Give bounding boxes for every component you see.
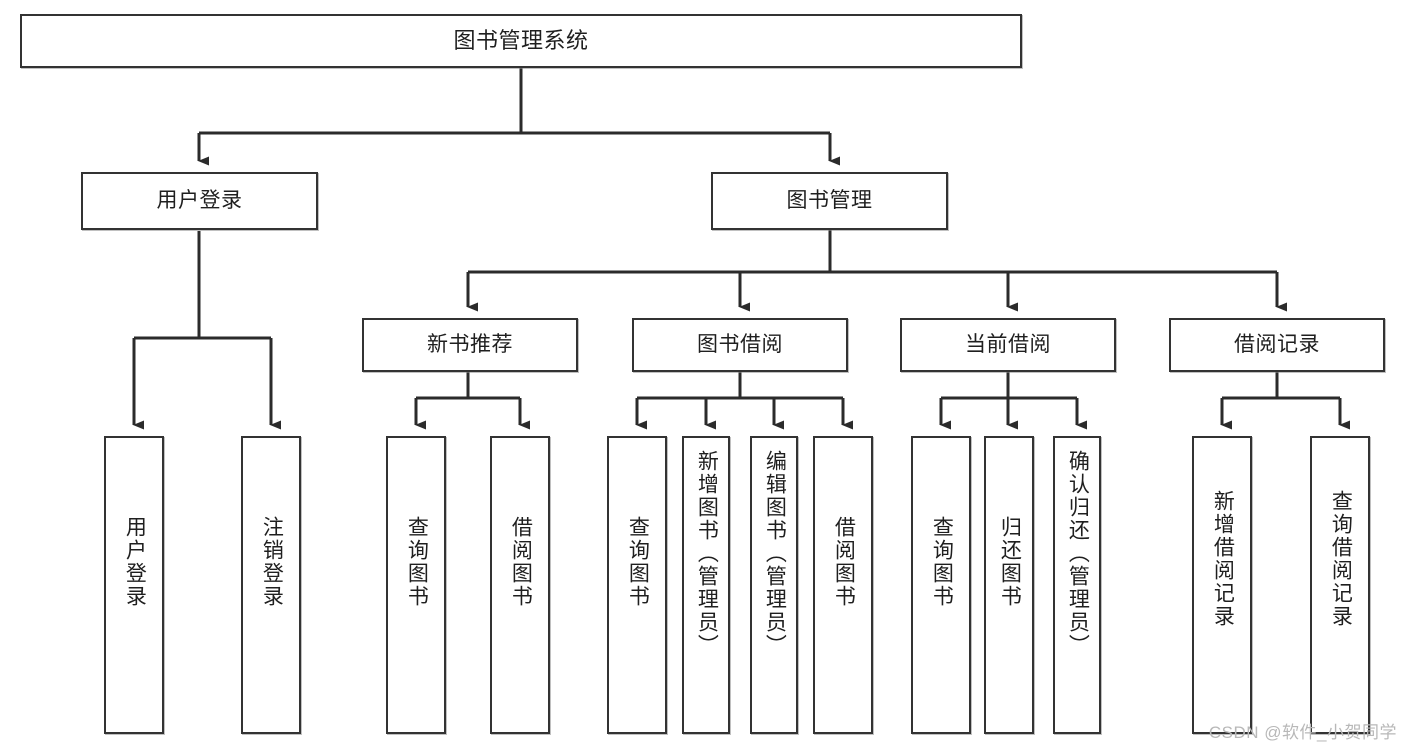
- node-borrow-record-label: 借阅记录: [1234, 332, 1320, 356]
- node-leaf-return-book-label: 归还图书: [998, 516, 1022, 608]
- node-leaf-query-book-1-label: 查询图书: [405, 516, 429, 608]
- node-leaf-borrow-book-2[interactable]: 借阅图书: [813, 436, 873, 734]
- node-book-borrow[interactable]: 图书借阅: [632, 318, 848, 372]
- node-leaf-query-record-label: 查询借阅记录: [1329, 490, 1353, 628]
- node-leaf-user-login[interactable]: 用户登录: [104, 436, 164, 734]
- csdn-watermark: CSDN @软件_小贺同学: [1208, 723, 1397, 742]
- node-leaf-confirm-return[interactable]: 确认归还（管理员）: [1053, 436, 1101, 734]
- node-current-borrow[interactable]: 当前借阅: [900, 318, 1116, 372]
- node-leaf-query-book-2-label: 查询图书: [626, 516, 650, 608]
- node-leaf-borrow-book-2-label: 借阅图书: [832, 516, 856, 608]
- node-book-borrow-label: 图书借阅: [697, 332, 783, 356]
- node-book-manage-label: 图书管理: [786, 188, 873, 212]
- node-leaf-user-logout[interactable]: 注销登录: [241, 436, 301, 734]
- node-leaf-edit-book-label: 编辑图书（管理员）: [763, 450, 787, 657]
- node-leaf-return-book[interactable]: 归还图书: [984, 436, 1034, 734]
- node-leaf-query-book-2[interactable]: 查询图书: [607, 436, 667, 734]
- node-borrow-record[interactable]: 借阅记录: [1169, 318, 1385, 372]
- node-leaf-add-book[interactable]: 新增图书（管理员）: [682, 436, 730, 734]
- node-book-manage[interactable]: 图书管理: [711, 172, 948, 230]
- node-new-book-rec-label: 新书推荐: [427, 332, 513, 356]
- node-leaf-borrow-book-1-label: 借阅图书: [509, 516, 533, 608]
- node-leaf-edit-book[interactable]: 编辑图书（管理员）: [750, 436, 798, 734]
- node-leaf-query-book-1[interactable]: 查询图书: [386, 436, 446, 734]
- node-leaf-add-book-label: 新增图书（管理员）: [695, 450, 719, 657]
- node-leaf-user-logout-label: 注销登录: [260, 516, 284, 608]
- node-new-book-rec[interactable]: 新书推荐: [362, 318, 578, 372]
- node-leaf-user-login-label: 用户登录: [123, 516, 147, 608]
- node-current-borrow-label: 当前借阅: [965, 332, 1051, 356]
- node-leaf-add-record-label: 新增借阅记录: [1211, 490, 1235, 628]
- node-root[interactable]: 图书管理系统: [20, 14, 1022, 68]
- node-leaf-query-book-3-label: 查询图书: [930, 516, 954, 608]
- node-leaf-query-book-3[interactable]: 查询图书: [911, 436, 971, 734]
- node-leaf-query-record[interactable]: 查询借阅记录: [1310, 436, 1370, 734]
- node-user-login[interactable]: 用户登录: [81, 172, 318, 230]
- node-leaf-add-record[interactable]: 新增借阅记录: [1192, 436, 1252, 734]
- node-leaf-borrow-book-1[interactable]: 借阅图书: [490, 436, 550, 734]
- node-leaf-confirm-return-label: 确认归还（管理员）: [1066, 450, 1090, 657]
- node-root-label: 图书管理系统: [453, 28, 589, 54]
- node-user-login-label: 用户登录: [156, 188, 243, 212]
